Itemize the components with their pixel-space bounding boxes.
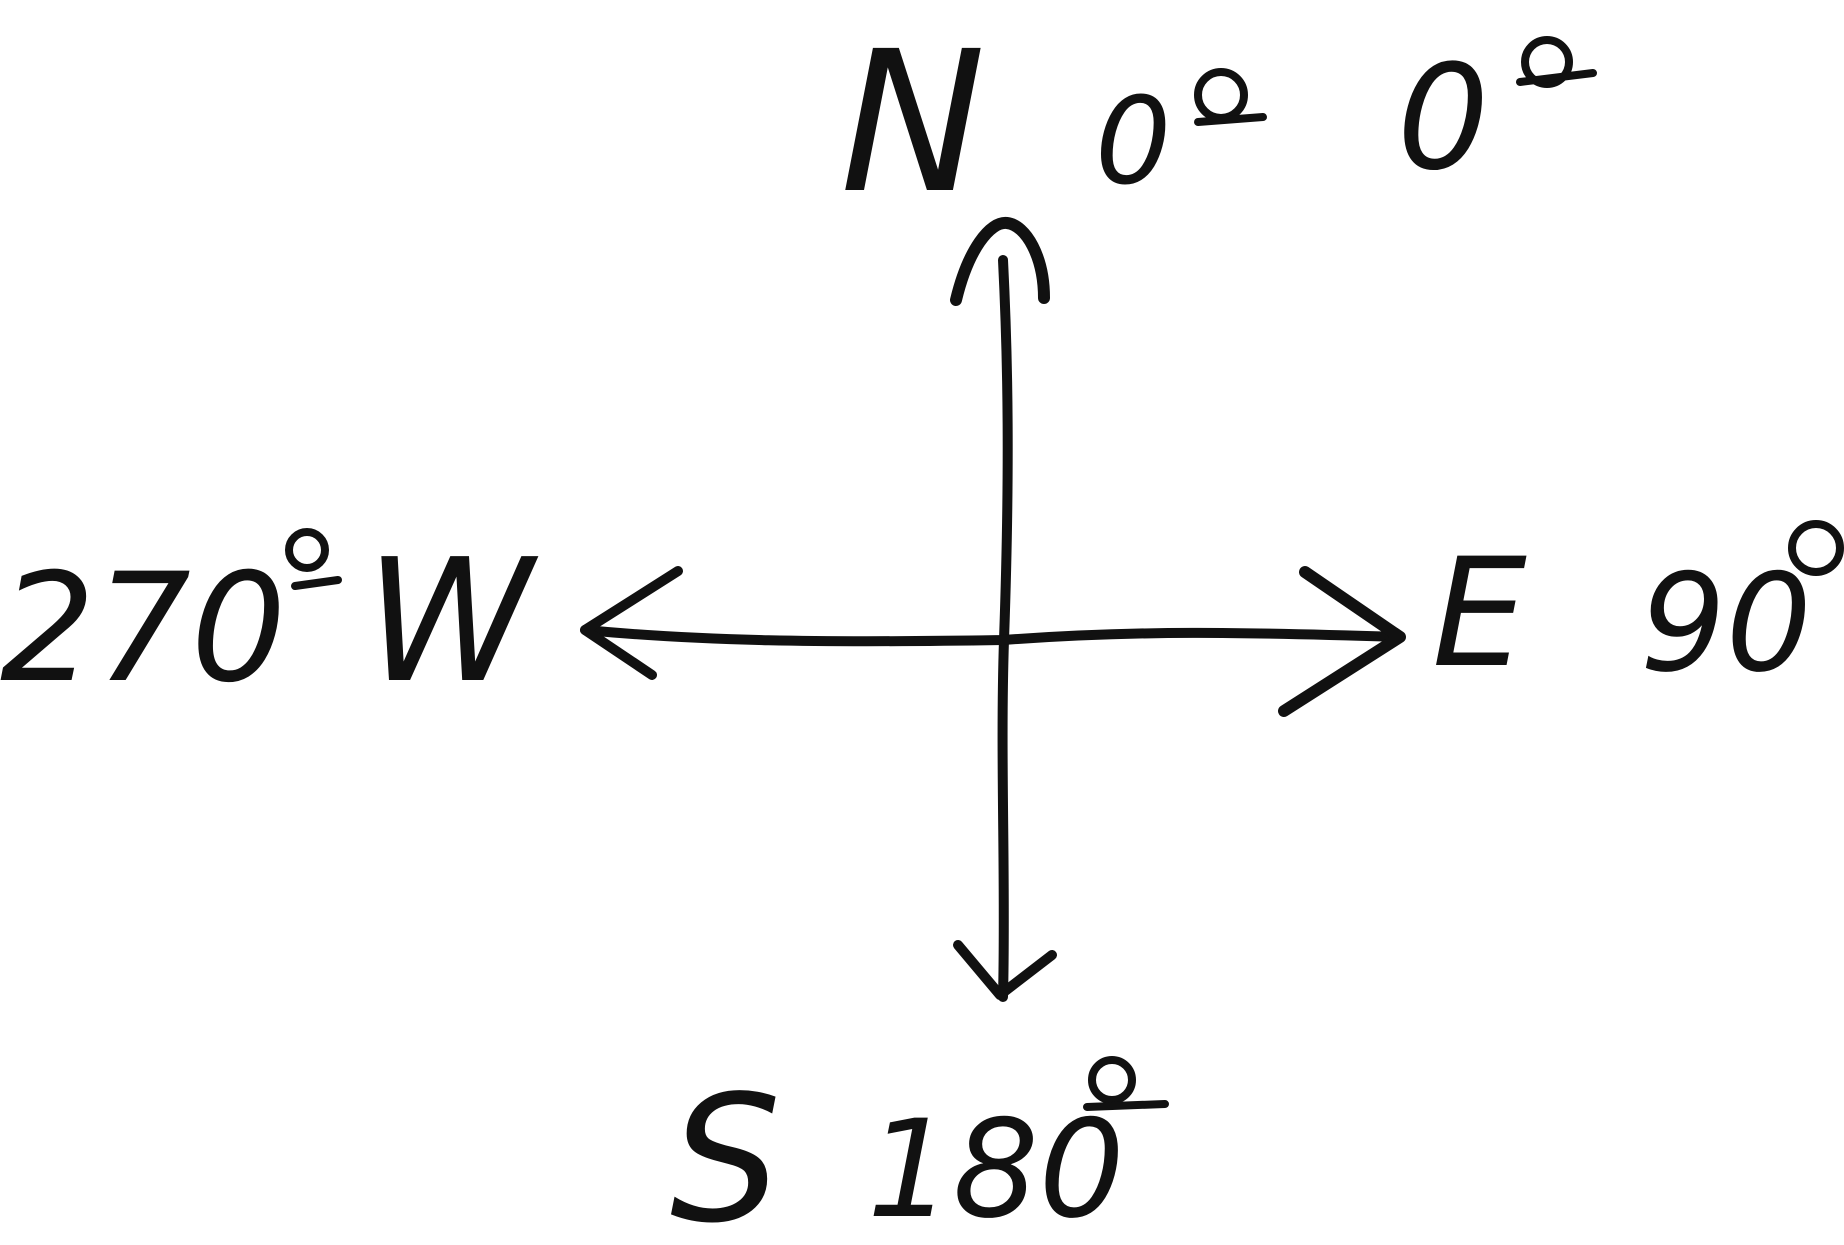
east-degree-symbol (1788, 520, 1844, 576)
north-letter: N (840, 9, 986, 236)
east-arrowhead (1278, 566, 1406, 717)
east-west-axis (580, 625, 1405, 647)
north-arrowhead (950, 217, 1050, 306)
west-degree-symbol (285, 528, 329, 572)
west-letter: W (365, 523, 539, 721)
south-degree-symbol (1088, 1056, 1136, 1104)
east-degree: 90 (1640, 545, 1812, 702)
west-arrowhead (580, 566, 683, 680)
north-degree-b-underline (1516, 69, 1597, 86)
south-arrowhead (953, 940, 1057, 1000)
north-degree-a: 0 (1095, 73, 1171, 212)
west-degree-underline (291, 576, 342, 590)
south-degree: 180 (867, 1091, 1125, 1245)
north-degree-b: 0 (1397, 34, 1489, 203)
south-letter: S (670, 1059, 781, 1245)
north-degree-b-symbol (1521, 36, 1573, 88)
east-letter: E (1432, 527, 1527, 701)
north-south-axis (997, 255, 1013, 1002)
north-degree-a-underline (1194, 113, 1267, 126)
south-degree-underline (1083, 1100, 1169, 1111)
west-degree: 270 (0, 542, 286, 716)
